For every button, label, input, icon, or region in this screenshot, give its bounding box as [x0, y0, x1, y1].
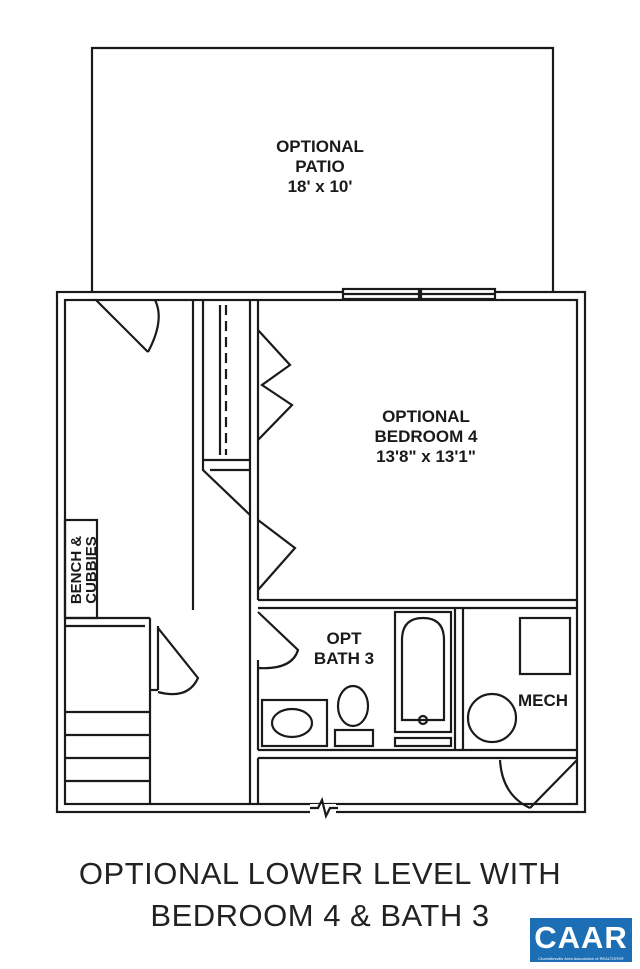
caar-logo: CAAR Charlottesville Area Association of…: [530, 918, 632, 962]
patio-dimensions: 18' x 10': [288, 177, 353, 196]
vanity: [260, 698, 329, 748]
patio-door: [95, 299, 149, 353]
break-mark: [310, 796, 338, 820]
bedroom-label-1: OPTIONAL: [382, 407, 470, 426]
bathtub: [393, 610, 453, 734]
bath-label-1: OPT: [327, 629, 363, 648]
bath-label-2: BATH 3: [314, 649, 374, 668]
patio-outline: [90, 46, 555, 292]
logo-tagline: Charlottesville Area Association of REAL…: [538, 956, 624, 961]
water-heater: [466, 692, 518, 744]
bench-label-1: BENCH &: [68, 536, 85, 605]
mech-door: [529, 759, 578, 809]
bedroom-door: [257, 519, 297, 591]
toilet: [336, 684, 370, 728]
bath-door: [257, 611, 300, 670]
patio-label-1: OPTIONAL: [276, 137, 364, 156]
sink: [270, 707, 314, 739]
logo-text: CAAR: [534, 920, 628, 955]
caption-line-1: OPTIONAL LOWER LEVEL WITH: [78, 856, 562, 891]
bench-label-2: CUBBIES: [83, 536, 100, 604]
outer-wall-inner: [63, 298, 579, 806]
closet-bifold-door: [257, 329, 294, 441]
mech-label: MECH: [518, 691, 568, 710]
patio-label-2: PATIO: [295, 157, 344, 176]
bedroom-label-2: BEDROOM 4: [375, 427, 479, 446]
mech-unit: [518, 616, 572, 676]
caption-line-2: BEDROOM 4 & BATH 3: [150, 898, 490, 933]
stair-door: [157, 627, 200, 696]
bedroom-dimensions: 13'8" x 13'1": [376, 447, 476, 466]
stairs: [65, 710, 150, 783]
